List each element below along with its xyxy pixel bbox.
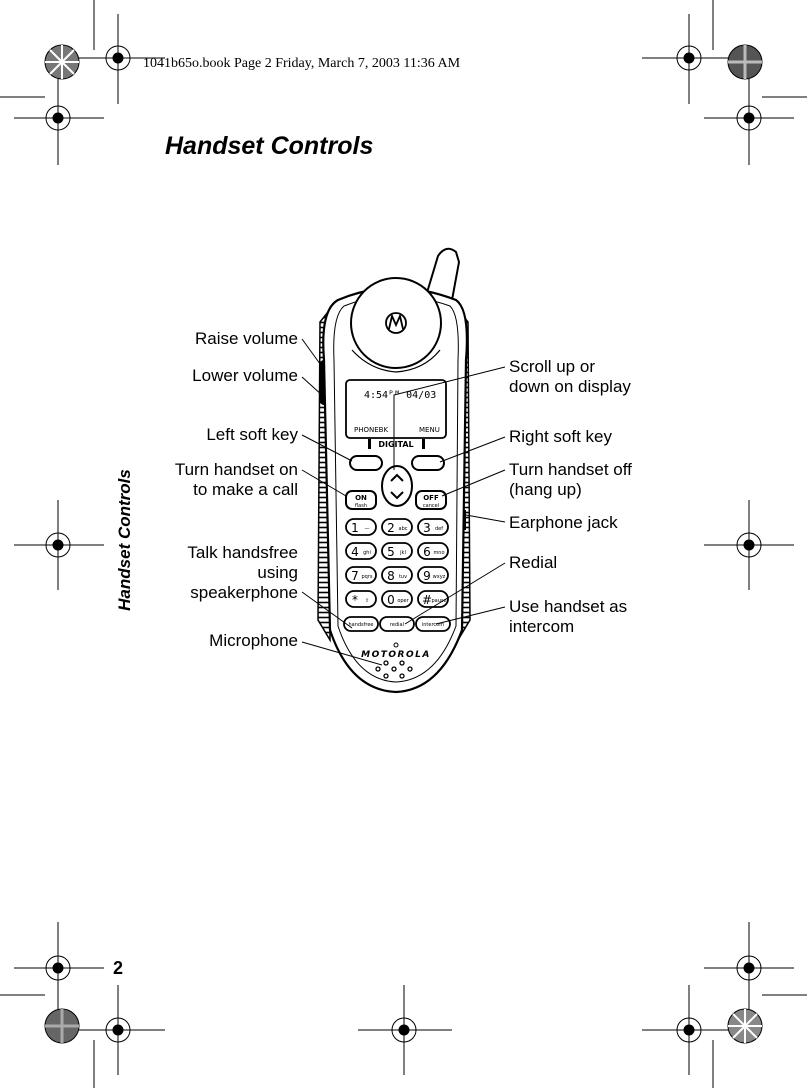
crosshair-right-upper [704,72,794,165]
crosshair-right-mid [704,500,794,590]
svg-text:mno: mno [433,550,444,556]
keypad-key-10[interactable]: *⇧ [345,590,377,608]
keypad-key-4[interactable]: 4 ghi [345,542,377,560]
svg-text:handsfree: handsfree [348,622,373,628]
label-handsfree: Talk handsfree using speakerphone [187,543,298,602]
label-turn-on: Turn handset on to make a call [174,460,298,499]
color-wheels [44,44,763,1044]
color-wheel-bottom-left [44,1008,80,1044]
digital-badge: DIGITAL [378,440,413,449]
svg-text:—: — [365,526,370,532]
svg-text:7: 7 [351,569,359,583]
leader-lines [301,338,506,666]
svg-text:pqrs: pqrs [361,574,372,580]
svg-text:*: * [352,593,358,607]
function-keys: handsfree redial intercom [343,616,451,632]
svg-text:def: def [435,526,443,532]
svg-text:3: 3 [423,521,431,535]
crosshair-bottom-left [75,985,165,1075]
chevron-up-icon [390,473,404,482]
label-turn-off: Turn handset off (hang up) [509,460,632,499]
svg-text:oper: oper [397,598,409,604]
microphone-holes [375,660,413,679]
crosshair-top-left [75,14,165,104]
scroll-key [381,465,413,507]
label-right-soft-key: Right soft key [509,427,612,446]
keypad-key-5[interactable]: 5 jkl [381,542,413,560]
color-wheel-top-right [727,44,763,80]
svg-text:intercom: intercom [422,622,444,628]
keypad-key-1[interactable]: 1— [345,518,377,536]
label-left-soft-key: Left soft key [206,425,298,444]
color-wheel-top-left [44,44,80,80]
label-redial: Redial [509,553,558,572]
svg-text:flash: flash [355,503,367,509]
display-right-softkey: MENU [419,426,440,434]
label-raise-volume: Raise volume [195,329,298,348]
display-screen [345,379,447,439]
crosshair-left-mid [14,500,104,590]
label-microphone: Microphone [209,631,298,650]
svg-text:wxyz: wxyz [433,574,446,580]
keypad-key-3[interactable]: 3 def [417,518,449,536]
antenna [424,247,461,302]
svg-text:OFF: OFF [423,494,439,502]
svg-text:5: 5 [387,545,395,559]
svg-text:4: 4 [351,545,359,559]
print-header: 1041b65o.book Page 2 Friday, March 7, 20… [143,56,461,71]
keypad-key-12[interactable]: #pause [417,590,449,608]
crosshair-left-lower [14,922,104,1012]
svg-text:2: 2 [387,521,395,535]
svg-text:6: 6 [423,545,431,559]
crosshair-left-upper [14,72,104,165]
svg-text:⇧: ⇧ [365,598,369,604]
brand-logo: MOTOROLA [361,650,431,660]
handsfree-key[interactable]: handsfree [343,616,379,632]
svg-text:1: 1 [351,521,359,535]
keypad-key-2[interactable]: 2 abc [381,518,413,536]
crosshair-right-lower [704,922,794,1012]
svg-text:redial: redial [390,622,404,628]
svg-text:pause: pause [431,598,446,604]
crosshair-bottom-right [642,985,735,1075]
svg-text:jkl: jkl [399,550,406,556]
svg-text:9: 9 [423,569,431,583]
left-soft-key [349,455,383,471]
svg-text:8: 8 [387,569,395,583]
chevron-down-icon [390,491,404,500]
label-lower-volume: Lower volume [192,366,298,385]
redial-key[interactable]: redial [379,616,415,632]
display-left-softkey: PHONEBK [354,426,388,434]
right-soft-key [411,455,445,471]
color-wheel-bottom-right [727,1008,763,1044]
motorola-logo-icon [385,312,407,334]
svg-text:tuv: tuv [399,574,407,580]
intercom-key[interactable]: intercom [415,616,451,632]
svg-text:ghi: ghi [363,550,371,556]
svg-text:abc: abc [399,526,408,532]
off-cancel-key [415,490,447,510]
on-flash-key [345,490,377,510]
display-time: 4:54ᴾᴹ 04/03 [364,390,436,401]
label-earphone-jack: Earphone jack [509,513,618,532]
keypad-key-8[interactable]: 8 tuv [381,566,413,584]
svg-text:0: 0 [387,593,395,607]
svg-text:#: # [422,593,432,607]
svg-text:cancel: cancel [423,503,439,509]
crosshair-top-right [642,14,735,104]
page-number: 2 [113,958,124,978]
svg-text:ON: ON [355,494,367,502]
label-scroll: Scroll up or down on display [509,357,631,396]
label-intercom: Use handset as intercom [509,597,628,636]
page-title: Handset Controls [165,132,374,160]
crosshair-bottom-center [358,985,452,1075]
